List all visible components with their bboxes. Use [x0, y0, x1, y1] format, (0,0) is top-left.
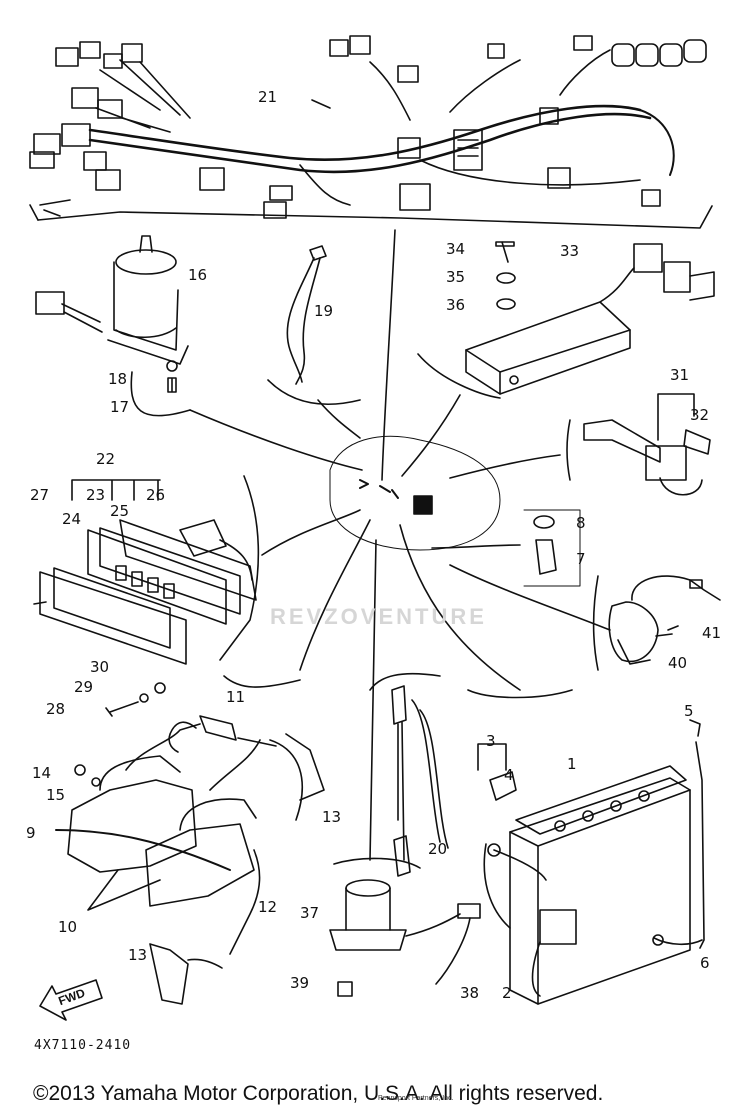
callout-10: 10 [58, 918, 78, 936]
wire-harness-21 [29, 35, 713, 229]
callout-18: 18 [108, 370, 128, 388]
sender-unit-37 [329, 857, 481, 997]
callout-13b: 13 [128, 946, 148, 964]
oil-switch-7 [523, 509, 581, 587]
callout-24: 24 [62, 510, 82, 528]
callout-1: 1 [567, 755, 577, 773]
ignition-coils-10 [55, 675, 325, 1005]
callout-14: 14 [32, 764, 52, 782]
callout-27: 27 [30, 486, 50, 504]
callout-6: 6 [700, 954, 710, 972]
main-switch-16 [35, 235, 191, 417]
callout-7: 7 [576, 550, 586, 568]
copyright-notice: ©2013 Yamaha Motor Corporation, U.S.A. A… [33, 1082, 604, 1105]
callout-38: 38 [460, 984, 480, 1002]
diagram-part-code: 4X7110-2410 [34, 1038, 132, 1053]
callout-16: 16 [188, 266, 208, 284]
callout-19: 19 [314, 302, 334, 320]
callout-28: 28 [46, 700, 66, 718]
callout-36: 36 [446, 296, 466, 314]
callout-33: 33 [560, 242, 580, 260]
callout-9: 9 [26, 824, 36, 842]
callout-32: 32 [690, 406, 710, 424]
callout-21: 21 [258, 88, 278, 106]
neutral-switch-19 [267, 245, 361, 406]
callout-35: 35 [446, 268, 466, 286]
callout-2: 2 [502, 984, 512, 1002]
callout-20: 20 [428, 840, 448, 858]
resistor-31 [566, 393, 711, 496]
horn-40 [592, 575, 721, 671]
callout-17: 17 [110, 398, 130, 416]
callout-22: 22 [96, 450, 116, 468]
callout-30: 30 [90, 658, 110, 676]
callout-37: 37 [300, 904, 320, 922]
callout-26: 26 [146, 486, 166, 504]
callout-40: 40 [668, 654, 688, 672]
small-print: Pennsport Partners, Inc. [378, 1095, 454, 1102]
igniter-unit-33 [417, 241, 715, 399]
meter-assembly-22 [33, 475, 260, 717]
callout-8: 8 [576, 514, 586, 532]
callout-12: 12 [258, 898, 278, 916]
fwd-arrow-icon [39, 979, 103, 1021]
callout-34: 34 [446, 240, 466, 258]
callout-13a: 13 [322, 808, 342, 826]
battery-1 [467, 689, 705, 1005]
callout-4: 4 [504, 766, 514, 784]
callout-41: 41 [702, 624, 722, 642]
callout-31: 31 [670, 366, 690, 384]
callout-23: 23 [86, 486, 106, 504]
watermark: REVZOVENTURE [270, 604, 487, 629]
junction-leaders [189, 229, 611, 861]
callout-3: 3 [486, 732, 496, 750]
callout-29: 29 [74, 678, 94, 696]
sensor-20 [369, 672, 449, 877]
callout-15: 15 [46, 786, 66, 804]
callout-25: 25 [110, 502, 130, 520]
callout-11: 11 [226, 688, 246, 706]
callout-5: 5 [684, 702, 694, 720]
callout-39: 39 [290, 974, 310, 992]
